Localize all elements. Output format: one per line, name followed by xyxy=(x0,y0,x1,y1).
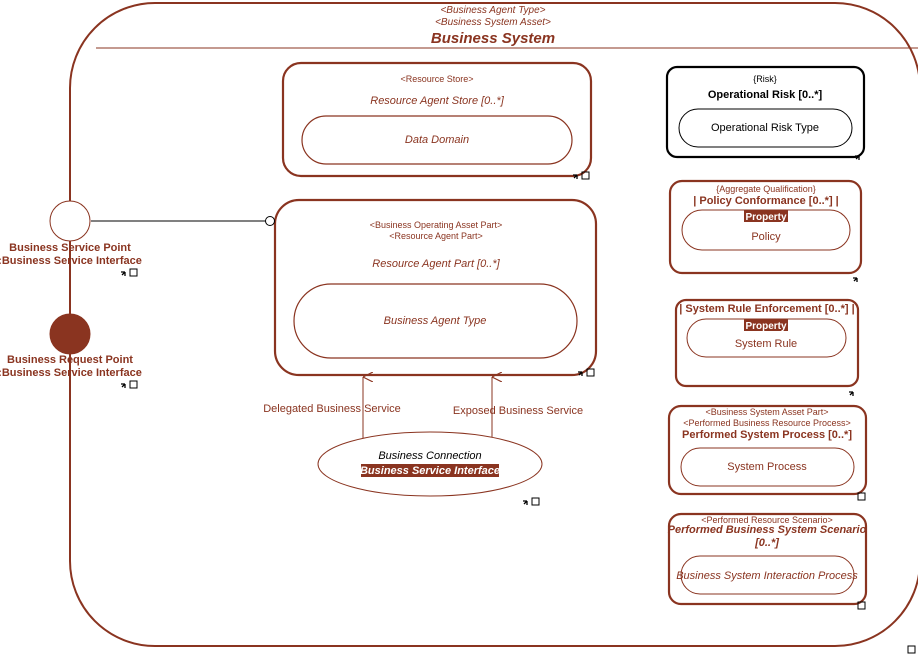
resource-agent-part-title: Resource Agent Part [0..*] xyxy=(372,258,500,270)
expand-arrow-icon xyxy=(578,371,583,376)
policy-conformance[interactable]: {Aggregate Qualification} | Policy Confo… xyxy=(668,179,863,275)
expand-arrow-icon xyxy=(849,391,854,396)
scenario-stereotype: <Performed Resource Scenario> xyxy=(701,515,833,525)
business-connection-corner-icons xyxy=(523,497,540,506)
delegated-service-label: Delegated Business Service xyxy=(263,403,401,415)
scenario-title-1: Performed Business System Scenario xyxy=(668,524,867,536)
policy-corner-icon xyxy=(853,277,858,282)
resource-agent-part-corner-icons xyxy=(578,368,595,377)
system-rule-property[interactable]: Property System Rule xyxy=(686,318,847,358)
operational-risk[interactable]: {Risk} Operational Risk [0..*] Operation… xyxy=(665,65,866,159)
system-rule-enforcement[interactable]: | System Rule Enforcement [0..*] | Prope… xyxy=(674,298,860,388)
service-point-corner-icons xyxy=(121,268,138,277)
process-corner-icon xyxy=(857,492,866,501)
system-corner-icon xyxy=(907,645,916,654)
operational-risk-type-part[interactable]: Operational Risk Type xyxy=(678,108,853,148)
risk-corner-icon xyxy=(855,155,860,160)
expand-arrow-icon xyxy=(855,155,860,160)
request-point-label-2: :Business Service Interface xyxy=(0,367,142,379)
business-connection-type: [Business Service Interface] xyxy=(355,465,504,477)
performed-business-system-scenario[interactable]: <Performed Resource Scenario> Performed … xyxy=(668,512,868,606)
policy-label: Policy xyxy=(751,231,781,243)
link-box-icon xyxy=(129,380,138,389)
business-connection[interactable]: Business Connection [Business Service In… xyxy=(317,431,543,497)
business-agent-type-part[interactable]: Business Agent Type xyxy=(293,283,578,359)
policy-title: | Policy Conformance [0..*] | xyxy=(693,195,839,207)
system-stereotype-2: <Business System Asset> xyxy=(435,17,551,28)
business-service-point[interactable]: Business Service Point :Business Service… xyxy=(0,200,275,267)
business-connection-title: Business Connection xyxy=(378,450,481,462)
request-point-label-1: Business Request Point xyxy=(7,354,133,366)
resource-store-title: Resource Agent Store [0..*] xyxy=(370,95,504,107)
exposed-service-label: Exposed Business Service xyxy=(453,405,583,417)
service-point-label-2: :Business Service Interface xyxy=(0,255,142,267)
policy-stereotype: {Aggregate Qualification} xyxy=(716,184,816,194)
policy-property-badge-label: Property xyxy=(745,212,787,223)
link-box-icon xyxy=(531,497,540,506)
scenario-corner-icon xyxy=(857,601,866,610)
business-agent-type-label: Business Agent Type xyxy=(384,315,487,327)
link-box-icon xyxy=(857,492,866,501)
performed-system-process[interactable]: <Business System Asset Part> <Performed … xyxy=(667,404,868,496)
rule-property-badge-label: Property xyxy=(745,321,787,332)
expand-arrow-icon xyxy=(523,500,528,505)
data-domain-part[interactable]: Data Domain xyxy=(301,115,573,165)
expand-arrow-icon xyxy=(573,174,578,179)
rule-property-badge xyxy=(744,319,788,331)
request-point-corner-icons xyxy=(121,380,138,389)
link-box-icon xyxy=(581,171,590,180)
interaction-process-label: Business System Interaction Process xyxy=(676,570,858,582)
exposed-business-service-connector[interactable]: Exposed Business Service xyxy=(453,377,583,440)
process-stereotype-1: <Business System Asset Part> xyxy=(705,407,828,417)
link-box-icon xyxy=(907,645,916,654)
rule-title: | System Rule Enforcement [0..*] | xyxy=(679,303,854,315)
interface-socket-icon xyxy=(265,216,275,226)
risk-title: Operational Risk [0..*] xyxy=(708,89,823,101)
resource-store-corner-icons xyxy=(573,171,590,180)
policy-property[interactable]: Property Policy xyxy=(681,209,851,251)
interaction-process-part[interactable]: Business System Interaction Process xyxy=(676,555,858,595)
rule-corner-icon xyxy=(849,391,854,396)
expand-arrow-icon xyxy=(853,277,858,282)
expand-arrow-icon xyxy=(121,383,126,388)
resource-agent-part-stereotype-2: <Resource Agent Part> xyxy=(389,231,483,241)
process-stereotype-2: <Performed Business Resource Process> xyxy=(683,418,851,428)
resource-store-stereotype: <Resource Store> xyxy=(400,74,473,84)
data-domain-label: Data Domain xyxy=(405,134,469,146)
business-connection-type-badge xyxy=(361,464,499,477)
service-point-label-1: Business Service Point xyxy=(9,242,131,254)
system-process-label: System Process xyxy=(727,461,807,473)
system-stereotype-1: <Business Agent Type> xyxy=(440,5,545,16)
process-title: Performed System Process [0..*] xyxy=(682,429,852,441)
delegated-business-service-connector[interactable]: Delegated Business Service xyxy=(263,377,401,440)
link-box-icon xyxy=(586,368,595,377)
link-box-icon xyxy=(857,601,866,610)
business-request-point[interactable]: Business Request Point :Business Service… xyxy=(0,313,142,379)
system-rule-label: System Rule xyxy=(735,338,797,350)
resource-agent-store[interactable]: <Resource Store> Resource Agent Store [0… xyxy=(281,61,593,178)
policy-property-badge xyxy=(744,210,788,222)
system-process-part[interactable]: System Process xyxy=(680,447,855,487)
system-title: Business System xyxy=(431,30,555,47)
risk-stereotype: {Risk} xyxy=(753,74,777,84)
link-box-icon xyxy=(129,268,138,277)
operational-risk-type-label: Operational Risk Type xyxy=(711,122,819,134)
resource-agent-part-stereotype-1: <Business Operating Asset Part> xyxy=(370,220,503,230)
resource-agent-part[interactable]: <Business Operating Asset Part> <Resourc… xyxy=(273,198,598,377)
expand-arrow-icon xyxy=(121,271,126,276)
scenario-title-2: [0..*] xyxy=(754,537,779,549)
